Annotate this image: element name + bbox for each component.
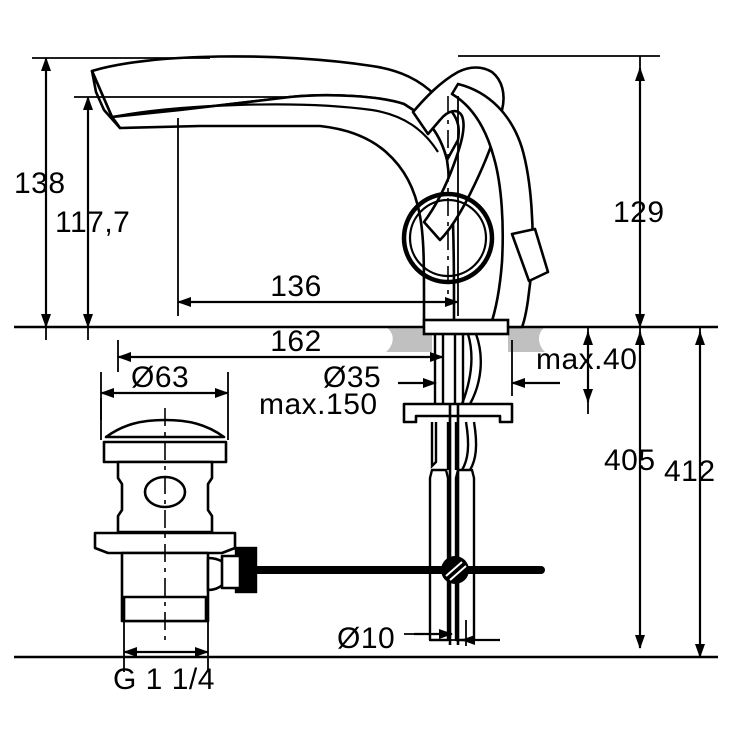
dim-412-label: 412 (664, 455, 716, 488)
dim-diameter-35: Ø35 (323, 361, 437, 394)
dim-138-label: 138 (14, 167, 66, 200)
dim-405-label: 405 (604, 444, 656, 477)
dim-117-7-label: 117,7 (55, 206, 130, 239)
tap-shank (433, 334, 465, 404)
label-max-150-text: max.150 (259, 388, 378, 421)
dim-diameter-10-label: Ø10 (337, 622, 395, 655)
spout-contour-lines (90, 70, 439, 153)
drain-assembly (93, 418, 242, 623)
dim-diameter-63: Ø63 (100, 361, 229, 398)
dim-diameter-10: Ø10 (337, 622, 500, 655)
dim-412: 412 (664, 331, 716, 658)
base-plate (422, 318, 510, 336)
dim-max-40: max.40 (511, 331, 637, 403)
dim-138: 138 (14, 57, 66, 328)
dim-162-label: 162 (270, 325, 322, 358)
dim-thread-g114: G 1 1/4 (113, 647, 215, 696)
cartridge-neck (450, 82, 534, 329)
pull-rod-horizontal (252, 556, 545, 584)
dim-129: 129 (613, 67, 665, 328)
dim-136: 136 (177, 270, 459, 307)
flexible-hoses (460, 333, 482, 405)
label-max-150: max.150 (259, 388, 378, 421)
dim-162: 162 (117, 325, 444, 362)
side-tab (510, 227, 550, 283)
dim-405: 405 (604, 331, 656, 649)
dim-max-40-label: max.40 (536, 343, 637, 376)
countertop-shading (386, 327, 545, 352)
dim-117-7: 117,7 (55, 96, 130, 328)
dim-129-label: 129 (613, 196, 665, 229)
pull-rod-vertical (448, 404, 460, 645)
dim-diameter-35-label: Ø35 (323, 361, 381, 394)
dim-thread-g114-label: G 1 1/4 (113, 663, 215, 696)
dim-diameter-63-label: Ø63 (131, 361, 189, 394)
lower-shank (430, 421, 478, 471)
supply-tubes (428, 468, 476, 642)
dim-136-label: 136 (270, 270, 322, 303)
